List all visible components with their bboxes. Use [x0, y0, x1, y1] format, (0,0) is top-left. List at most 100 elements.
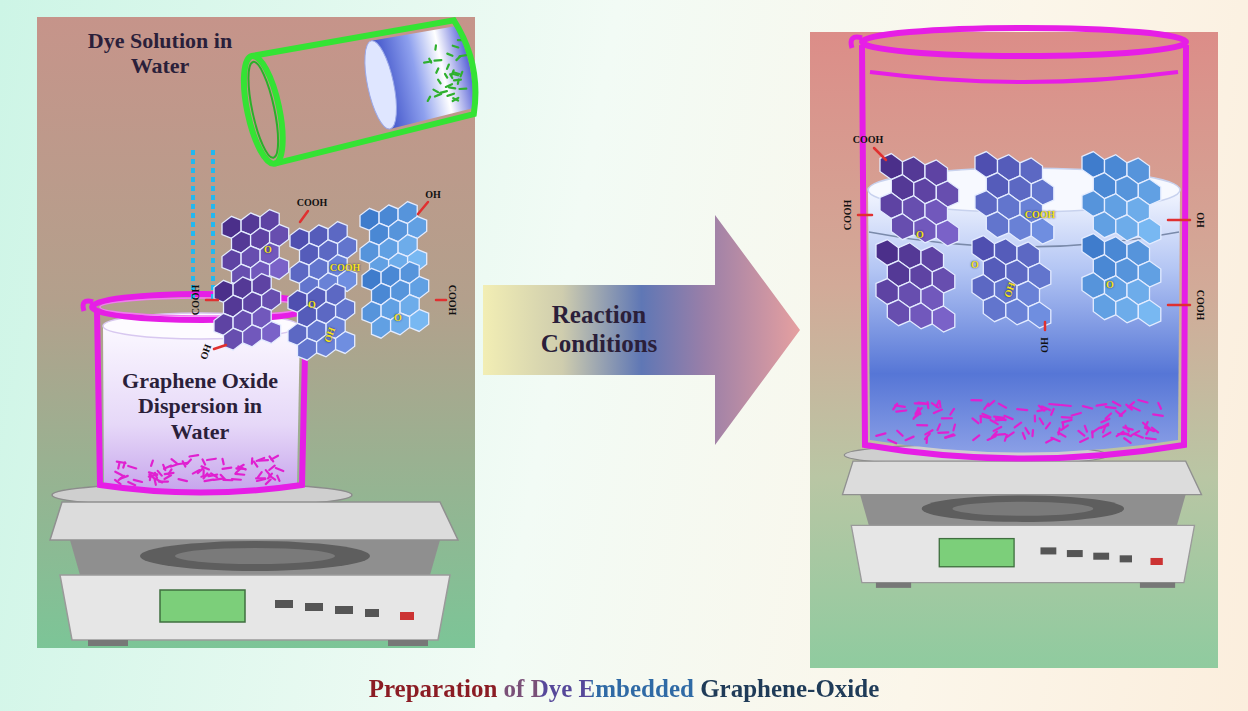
- graphene-hexagon: [1028, 300, 1051, 329]
- node-label: Graphene Oxide Dispersion in Water: [110, 368, 290, 444]
- particle-stroke: [237, 465, 243, 469]
- particle-stroke: [223, 459, 224, 464]
- graphene-hexagon: [986, 210, 1009, 239]
- particle-stroke: [936, 401, 938, 407]
- particle-stroke: [171, 459, 176, 463]
- particle-stroke: [973, 435, 979, 440]
- dye-beaker-drawing-part: [359, 38, 403, 131]
- graphene-hexagon: [372, 314, 391, 339]
- graphene-hexagon: [910, 301, 933, 330]
- graphene-hexagon: [1006, 297, 1029, 326]
- particle-stroke: [1101, 419, 1109, 423]
- graphene-hexagon: [224, 326, 243, 351]
- functional-group-bonds-part: [1168, 219, 1190, 222]
- particle-stroke: [996, 418, 1006, 420]
- particle-stroke: [183, 461, 186, 466]
- particle-stroke: [117, 462, 126, 463]
- graphene-hexagon: [1138, 216, 1161, 245]
- functional-group-label: O: [264, 245, 272, 255]
- particle-stroke: [1132, 407, 1140, 411]
- functional-group-bonds-part: [206, 299, 218, 302]
- functional-group-label: COOH: [191, 285, 201, 316]
- particle-stroke: [251, 458, 254, 463]
- dye-beaker-drawing-part: [242, 60, 284, 160]
- graphene-sheet: [975, 150, 1054, 246]
- particle-stroke: [984, 404, 988, 409]
- graphene-sheet: [288, 280, 355, 363]
- particle-stroke: [447, 94, 454, 96]
- graphene-hexagon: [410, 308, 429, 333]
- particle-stroke: [1007, 432, 1014, 437]
- functional-group-label: COOH: [843, 200, 853, 231]
- particle-stroke: [1146, 428, 1149, 434]
- particle-stroke: [1061, 425, 1068, 430]
- particle-stroke: [1113, 402, 1120, 406]
- graphene-hexagon: [1138, 298, 1161, 327]
- dye-beaker: Dye Solution in Water: [76, 28, 244, 83]
- particle-stroke: [950, 409, 954, 415]
- graphene-oxide-beaker-part: [83, 301, 93, 311]
- particle-stroke: [1040, 418, 1044, 424]
- graphene-sheet: [972, 234, 1051, 330]
- graphene-hexagon: [1116, 295, 1139, 324]
- particle-stroke: [918, 408, 920, 414]
- particle-stroke: [433, 89, 438, 93]
- particle-stroke: [187, 459, 191, 464]
- particle-stroke: [256, 477, 265, 479]
- particle-stroke: [1031, 430, 1034, 436]
- functional-group-bonds-part: [214, 345, 226, 349]
- particle-stroke: [277, 476, 279, 481]
- product-beaker-part: [851, 37, 862, 48]
- pour-stream-part: [191, 150, 195, 300]
- functional-group-bonds-part: [418, 202, 428, 214]
- functional-group-label: COOH: [1025, 210, 1056, 220]
- graphene-hexagon: [1093, 210, 1116, 239]
- particle-stroke: [446, 65, 449, 69]
- node-label: Dye Solution in Water: [76, 28, 244, 79]
- particle-stroke: [938, 431, 948, 434]
- right-balance: [842, 444, 1201, 587]
- particle-stroke: [271, 456, 278, 460]
- particle-stroke: [1103, 433, 1110, 437]
- particle-stroke: [168, 469, 171, 474]
- graphene-oxide-beaker: [83, 294, 312, 493]
- particle-stroke: [435, 45, 437, 49]
- particle-stroke: [179, 479, 187, 481]
- particle-stroke: [1017, 409, 1027, 410]
- particle-stroke: [1051, 409, 1054, 415]
- particle-stroke: [205, 480, 214, 482]
- particle-stroke: [1005, 435, 1007, 441]
- particle-stroke: [926, 402, 929, 408]
- node-label: Reaction Conditions: [519, 301, 679, 359]
- particle-stroke: [266, 470, 270, 475]
- particle-stroke: [953, 425, 955, 431]
- particle-stroke: [435, 68, 439, 72]
- graphene-hexagon: [391, 311, 410, 336]
- particle-stroke: [994, 427, 1002, 431]
- graphene-oxide-beaker-part: [115, 455, 283, 485]
- particle-stroke: [1152, 428, 1158, 433]
- graphene-sheet: [876, 238, 955, 334]
- particle-stroke: [942, 417, 952, 419]
- functional-group-label: O: [394, 313, 402, 323]
- particle-stroke: [1058, 433, 1065, 437]
- particle-stroke: [449, 86, 455, 89]
- particle-stroke: [972, 418, 978, 423]
- process-arrow: Reaction Conditions: [483, 215, 803, 447]
- functional-group-label: COOH: [447, 285, 457, 316]
- particle-stroke: [1046, 439, 1054, 443]
- particle-stroke: [435, 94, 442, 97]
- functional-group-label: O: [1106, 280, 1114, 290]
- graphene-sheet: [214, 270, 281, 353]
- particle-stroke: [158, 471, 162, 476]
- functional-group-bonds-part: [858, 214, 872, 217]
- particle-stroke: [155, 479, 156, 484]
- graphene-hexagon: [932, 304, 955, 333]
- particle-stroke: [128, 466, 136, 469]
- particle-stroke: [1097, 404, 1107, 406]
- particle-stroke: [269, 466, 274, 470]
- particle-stroke: [460, 72, 463, 76]
- particle-stroke: [214, 479, 223, 480]
- particle-stroke: [427, 97, 431, 101]
- particle-stroke: [1015, 423, 1021, 428]
